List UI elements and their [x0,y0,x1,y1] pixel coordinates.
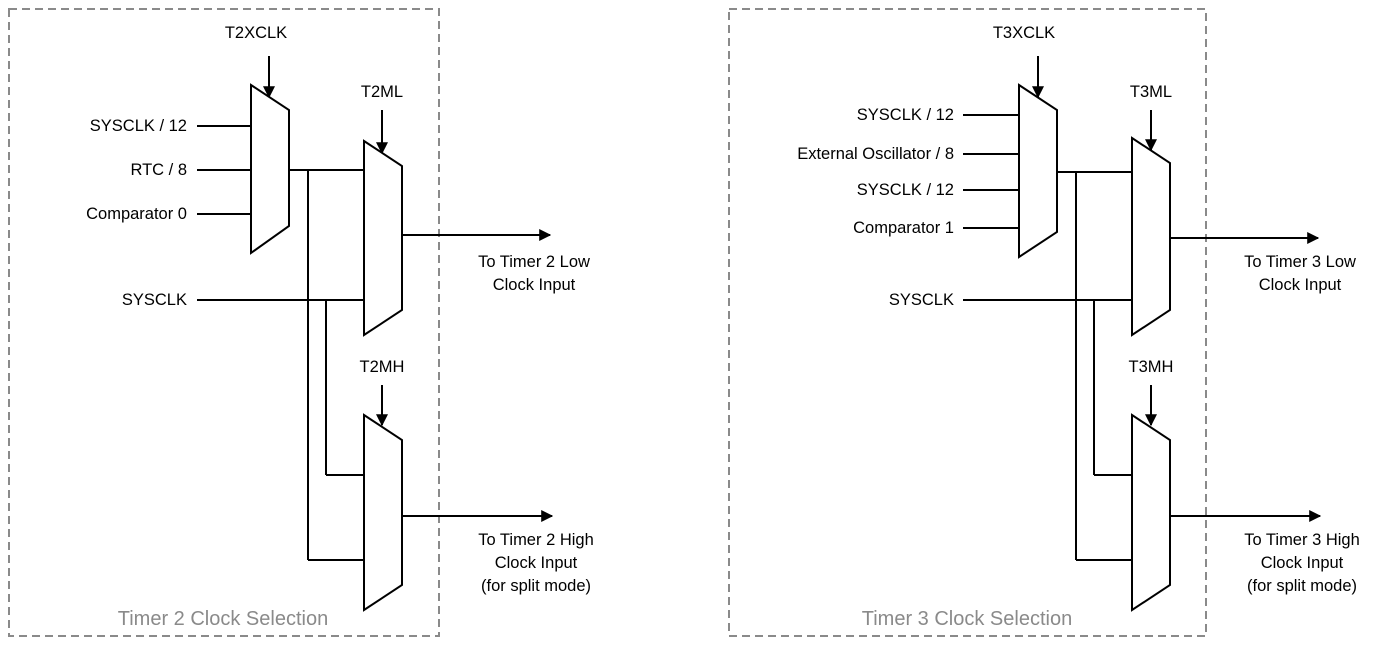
timer2-high-output-line1: To Timer 2 High [478,531,594,549]
timer2-caption: Timer 2 Clock Selection [118,608,328,630]
timer3-high-output-line3: (for split mode) [1247,577,1357,595]
timer2-sysclk-label: SYSCLK [122,291,187,309]
timer3-border [728,8,1207,637]
timer2-border [8,8,440,637]
timer2-ml-mux [363,139,403,337]
timer2-xclk-label: T2XCLK [225,24,287,42]
timer2-high-output-line3: (for split mode) [481,577,591,595]
timer3-mh-label: T3MH [1129,358,1174,376]
timer3-high-output-line2: Clock Input [1261,554,1344,572]
timer3-xclk-label: T3XCLK [993,24,1055,42]
timer2-low-output-line1: To Timer 2 Low [478,253,590,271]
timer2-high-output-line2: Clock Input [495,554,578,572]
timer3-input-label-4: Comparator 1 [853,219,954,237]
timer2-low-output-line2: Clock Input [493,276,576,294]
timer3-input-label-3: SYSCLK / 12 [857,181,954,199]
timer3-mh-mux [1131,413,1171,612]
timer3-caption: Timer 3 Clock Selection [862,608,1072,630]
timer3-sysclk-label: SYSCLK [889,291,954,309]
timer3-low-output-line2: Clock Input [1259,276,1342,294]
timer3-high-output-line1: To Timer 3 High [1244,531,1360,549]
timer2-ml-label: T2ML [361,83,403,101]
timer2-input-label-2: RTC / 8 [130,161,187,179]
timer2-input-label-1: SYSCLK / 12 [90,117,187,135]
timer3-low-output-line1: To Timer 3 Low [1244,253,1356,271]
timer3-input-label-2: External Oscillator / 8 [797,145,954,163]
timer3-input-label-1: SYSCLK / 12 [857,106,954,124]
timer2-block: T2XCLK SYSCLK / 12 RTC / 8 Comparator 0 … [8,8,594,637]
timer3-block: T3XCLK SYSCLK / 12 External Oscillator /… [728,8,1360,637]
timer3-input-mux [1018,83,1058,259]
timer2-mh-mux [363,413,403,612]
timer2-mh-label: T2MH [360,358,405,376]
timer3-ml-label: T3ML [1130,83,1172,101]
timer2-input-mux [250,83,290,255]
timer2-input-label-3: Comparator 0 [86,205,187,223]
timer3-ml-mux [1131,136,1171,337]
